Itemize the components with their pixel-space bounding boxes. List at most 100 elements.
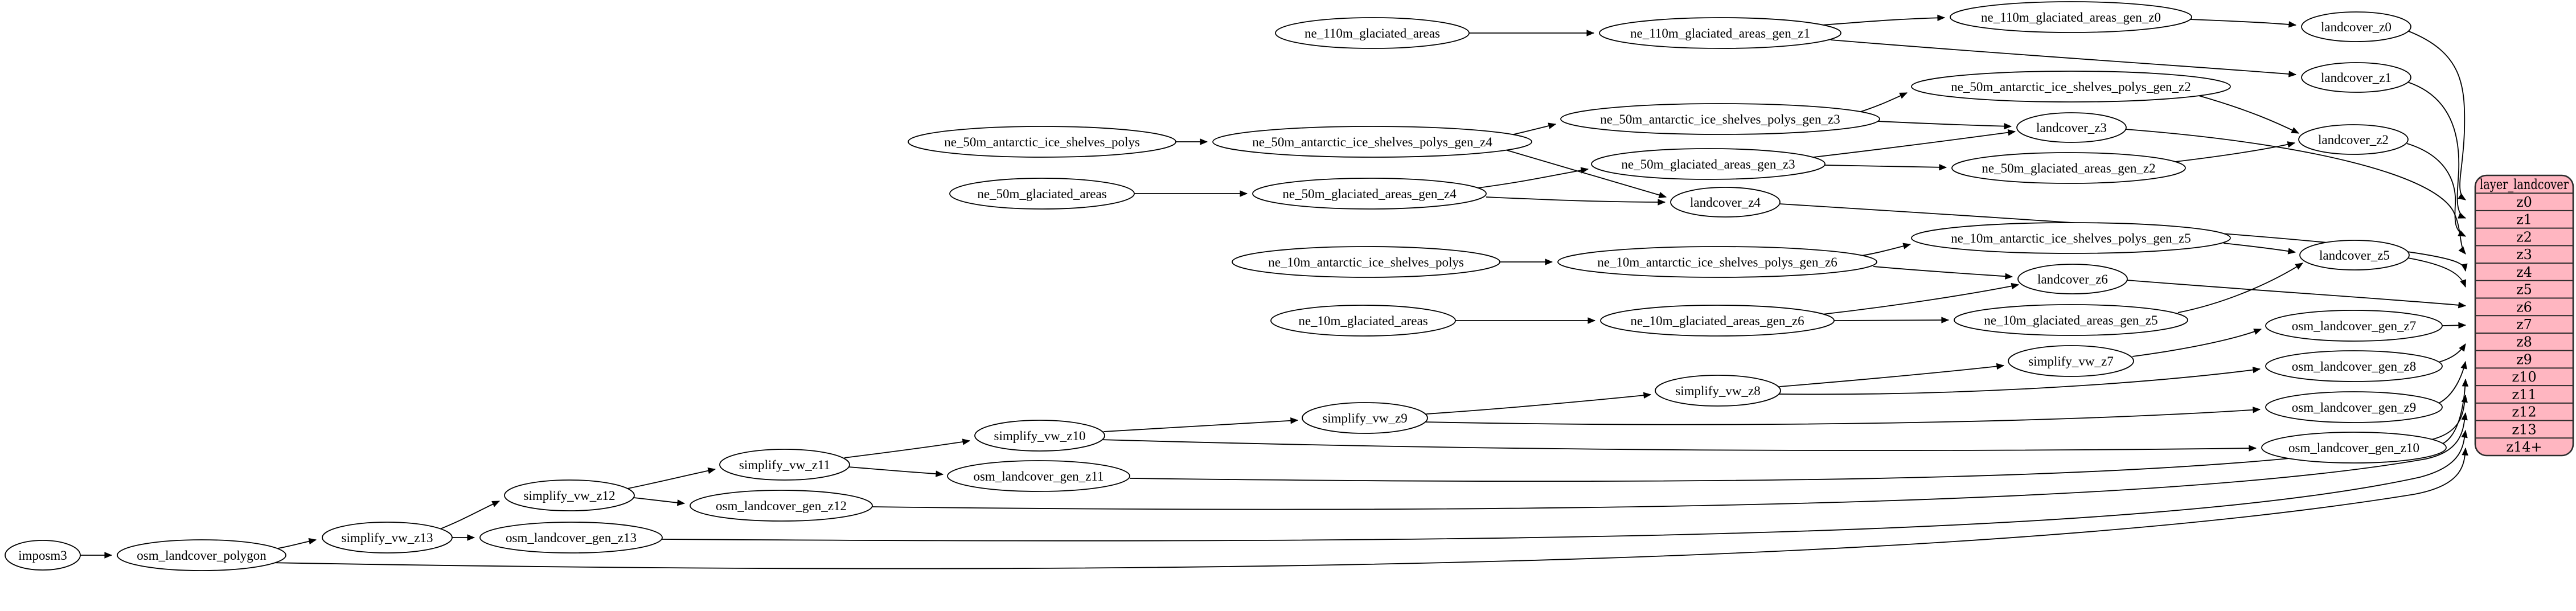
node-label-landcover_z3: landcover_z3 bbox=[2036, 121, 2107, 135]
node-label-simplify_vw_z7: simplify_vw_z7 bbox=[2028, 354, 2114, 368]
edge-ne_50m_glaciated_areas_gen_z4-to-ne_50m_glaciated_areas_gen_z3 bbox=[1473, 167, 1589, 189]
node-ellipse-osm_landcover_gen_z12 bbox=[690, 490, 873, 522]
node-label-ne_10m_glaciated_areas_gen_z6: ne_10m_glaciated_areas_gen_z6 bbox=[1630, 314, 1804, 328]
node-label-osm_landcover_gen_z10: osm_landcover_gen_z10 bbox=[2288, 441, 2419, 455]
node-ne_10m_antarctic_ice_shelves_polys: ne_10m_antarctic_ice_shelves_polys bbox=[1232, 246, 1500, 278]
node-ellipse-osm_landcover_gen_z9 bbox=[2265, 391, 2443, 423]
edge-simplify_vw_z9-to-osm_landcover_gen_z9 bbox=[1422, 407, 2261, 425]
node-landcover_z0: landcover_z0 bbox=[2301, 11, 2411, 42]
edge-landcover_z3-to-layer_landcover.z3 bbox=[2125, 129, 2466, 255]
node-osm_landcover_gen_z12: osm_landcover_gen_z12 bbox=[690, 490, 873, 522]
node-osm_landcover_polygon: osm_landcover_polygon bbox=[117, 539, 286, 571]
edge-ne_10m_antarctic_ice_shelves_polys_gen_z6-to-landcover_z6 bbox=[1873, 266, 2013, 280]
node-osm_landcover_gen_z11: osm_landcover_gen_z11 bbox=[947, 460, 1130, 492]
edge-simplify_vw_z7-to-osm_landcover_gen_z7 bbox=[2132, 329, 2262, 357]
node-label-osm_landcover_gen_z12: osm_landcover_gen_z12 bbox=[716, 499, 847, 513]
node-label-ne_50m_glaciated_areas_gen_z2: ne_50m_glaciated_areas_gen_z2 bbox=[1982, 161, 2155, 175]
node-ellipse-simplify_vw_z13 bbox=[322, 522, 453, 553]
node-ellipse-ne_10m_glaciated_areas bbox=[1270, 305, 1456, 337]
edge-simplify_vw_z12-to-osm_landcover_gen_z12 bbox=[633, 497, 686, 506]
node-landcover_z6: landcover_z6 bbox=[2017, 264, 2128, 294]
node-ellipse-ne_110m_glaciated_areas_gen_z1 bbox=[1599, 17, 1841, 49]
node-label-osm_landcover_gen_z11: osm_landcover_gen_z11 bbox=[973, 469, 1104, 483]
edge-osm_landcover_gen_z11-to-layer_landcover.z11 bbox=[1129, 394, 2468, 482]
table-row-z6: z6 bbox=[2516, 299, 2532, 315]
edge-simplify_vw_z11-to-osm_landcover_gen_z11 bbox=[848, 466, 944, 477]
node-ellipse-ne_10m_antarctic_ice_shelves_polys_gen_z5 bbox=[1911, 222, 2231, 254]
node-ne_50m_antarctic_ice_shelves_polys: ne_50m_antarctic_ice_shelves_polys bbox=[908, 126, 1176, 158]
node-ellipse-landcover_z2 bbox=[2298, 124, 2409, 155]
node-osm_landcover_gen_z13: osm_landcover_gen_z13 bbox=[479, 522, 663, 553]
node-label-simplify_vw_z9: simplify_vw_z9 bbox=[1322, 411, 1408, 425]
node-label-ne_10m_glaciated_areas: ne_10m_glaciated_areas bbox=[1298, 314, 1428, 328]
node-label-ne_110m_glaciated_areas: ne_110m_glaciated_areas bbox=[1305, 26, 1440, 40]
node-simplify_vw_z13: simplify_vw_z13 bbox=[322, 522, 453, 553]
edge-ne_50m_glaciated_areas_gen_z3-to-ne_50m_glaciated_areas_gen_z2 bbox=[1824, 164, 1947, 171]
table-row-z11: z11 bbox=[2512, 387, 2536, 403]
table-row-z3: z3 bbox=[2516, 247, 2532, 263]
node-landcover_z4: landcover_z4 bbox=[1670, 187, 1781, 218]
table-row-z1: z1 bbox=[2516, 212, 2532, 228]
node-simplify_vw_z8: simplify_vw_z8 bbox=[1655, 375, 1781, 407]
node-label-osm_landcover_gen_z9: osm_landcover_gen_z9 bbox=[2292, 400, 2416, 415]
edge-osm_landcover_gen_z13-to-layer_landcover.z13 bbox=[662, 429, 2468, 542]
node-ellipse-landcover_z6 bbox=[2017, 264, 2128, 294]
node-simplify_vw_z10: simplify_vw_z10 bbox=[974, 420, 1105, 452]
edge-osm_landcover_gen_z8-to-layer_landcover.z8 bbox=[2438, 343, 2466, 363]
node-ellipse-ne_10m_glaciated_areas_gen_z5 bbox=[1954, 304, 2188, 336]
node-label-landcover_z6: landcover_z6 bbox=[2037, 272, 2108, 286]
node-label-osm_landcover_gen_z8: osm_landcover_gen_z8 bbox=[2292, 359, 2416, 374]
edge-ne_10m_glaciated_areas_gen_z6-to-landcover_z6 bbox=[1822, 282, 2020, 315]
node-osm_landcover_gen_z9: osm_landcover_gen_z9 bbox=[2265, 391, 2443, 423]
table-row-z0: z0 bbox=[2516, 194, 2532, 210]
node-label-ne_50m_antarctic_ice_shelves_polys_gen_z2: ne_50m_antarctic_ice_shelves_polys_gen_z… bbox=[1951, 80, 2191, 94]
node-label-ne_10m_antarctic_ice_shelves_polys: ne_10m_antarctic_ice_shelves_polys bbox=[1268, 255, 1464, 269]
edge-osm_landcover_polygon-to-layer_landcover.z14+ bbox=[267, 447, 2468, 569]
node-ellipse-osm_landcover_gen_z10 bbox=[2261, 432, 2447, 464]
edge-ne_110m_glaciated_areas_gen_z1-to-landcover_z1 bbox=[1830, 39, 2297, 77]
table-row-z14+: z14+ bbox=[2506, 439, 2542, 455]
node-ne_10m_glaciated_areas_gen_z5: ne_10m_glaciated_areas_gen_z5 bbox=[1954, 304, 2188, 336]
node-ellipse-landcover_z3 bbox=[2016, 112, 2127, 143]
edge-simplify_vw_z10-to-simplify_vw_z9 bbox=[1103, 417, 1299, 432]
node-landcover_z3: landcover_z3 bbox=[2016, 112, 2127, 143]
node-label-osm_landcover_gen_z13: osm_landcover_gen_z13 bbox=[506, 531, 637, 545]
node-ellipse-simplify_vw_z10 bbox=[974, 420, 1105, 452]
table-row-z7: z7 bbox=[2516, 317, 2532, 333]
edge-simplify_vw_z13-to-simplify_vw_z12 bbox=[437, 501, 501, 531]
edge-ne_50m_antarctic_ice_shelves_polys_gen_z3-to-landcover_z3 bbox=[1877, 121, 2012, 130]
table-layer-landcover: layer_landcoverz0z1z2z3z4z5z6z7z8z9z10z1… bbox=[2474, 174, 2574, 457]
node-ellipse-ne_50m_glaciated_areas bbox=[949, 178, 1135, 210]
node-ellipse-ne_50m_antarctic_ice_shelves_polys_gen_z2 bbox=[1911, 71, 2231, 102]
node-ne_110m_glaciated_areas: ne_110m_glaciated_areas bbox=[1275, 17, 1470, 49]
node-label-ne_10m_antarctic_ice_shelves_polys_gen_z6: ne_10m_antarctic_ice_shelves_polys_gen_z… bbox=[1597, 255, 1837, 269]
node-ellipse-landcover_z5 bbox=[2299, 240, 2410, 270]
node-ellipse-simplify_vw_z9 bbox=[1302, 402, 1428, 434]
node-label-landcover_z4: landcover_z4 bbox=[1690, 195, 1761, 210]
node-ellipse-ne_110m_glaciated_areas_gen_z0 bbox=[1950, 1, 2192, 33]
node-label-ne_50m_glaciated_areas: ne_50m_glaciated_areas bbox=[977, 187, 1106, 201]
node-label-ne_50m_antarctic_ice_shelves_polys: ne_50m_antarctic_ice_shelves_polys bbox=[944, 135, 1140, 149]
edge-landcover_z5-to-layer_landcover.z5 bbox=[2407, 257, 2467, 288]
edge-simplify_vw_z8-to-simplify_vw_z7 bbox=[1779, 363, 2005, 387]
node-ne_50m_antarctic_ice_shelves_polys_gen_z4: ne_50m_antarctic_ice_shelves_polys_gen_z… bbox=[1212, 126, 1532, 158]
edge-ne_50m_antarctic_ice_shelves_polys_gen_z3-to-ne_50m_antarctic_ice_shelves_polys_gen_z2 bbox=[1857, 92, 1908, 113]
edge-ne_50m_antarctic_ice_shelves_polys_gen_z4-to-ne_50m_antarctic_ice_shelves_polys_gen_z3 bbox=[1508, 122, 1557, 136]
node-ne_50m_antarctic_ice_shelves_polys_gen_z3: ne_50m_antarctic_ice_shelves_polys_gen_z… bbox=[1560, 103, 1880, 135]
node-ne_10m_glaciated_areas_gen_z6: ne_10m_glaciated_areas_gen_z6 bbox=[1600, 305, 1835, 337]
edge-osm_landcover_polygon-to-simplify_vw_z13 bbox=[277, 538, 317, 549]
node-ne_50m_glaciated_areas_gen_z4: ne_50m_glaciated_areas_gen_z4 bbox=[1252, 178, 1487, 210]
table-row-z4: z4 bbox=[2516, 264, 2532, 280]
table-row-z8: z8 bbox=[2516, 334, 2532, 350]
node-ne_110m_glaciated_areas_gen_z1: ne_110m_glaciated_areas_gen_z1 bbox=[1599, 17, 1841, 49]
edge-landcover_z1-to-layer_landcover.z1 bbox=[2407, 81, 2467, 219]
node-ne_50m_glaciated_areas: ne_50m_glaciated_areas bbox=[949, 178, 1135, 210]
node-imposm3: imposm3 bbox=[5, 540, 81, 571]
edge-ne_10m_antarctic_ice_shelves_polys_gen_z6-to-ne_10m_antarctic_ice_shelves_polys_gen_z5 bbox=[1855, 243, 1912, 257]
node-ellipse-osm_landcover_gen_z8 bbox=[2265, 350, 2443, 382]
edge-ne_50m_antarctic_ice_shelves_polys_gen_z2-to-landcover_z2 bbox=[2196, 95, 2300, 134]
node-ne_110m_glaciated_areas_gen_z0: ne_110m_glaciated_areas_gen_z0 bbox=[1950, 1, 2192, 33]
node-label-landcover_z0: landcover_z0 bbox=[2321, 20, 2392, 34]
edge-osm_landcover_gen_z10-to-layer_landcover.z10 bbox=[2442, 378, 2469, 444]
node-label-simplify_vw_z12: simplify_vw_z12 bbox=[524, 489, 616, 503]
